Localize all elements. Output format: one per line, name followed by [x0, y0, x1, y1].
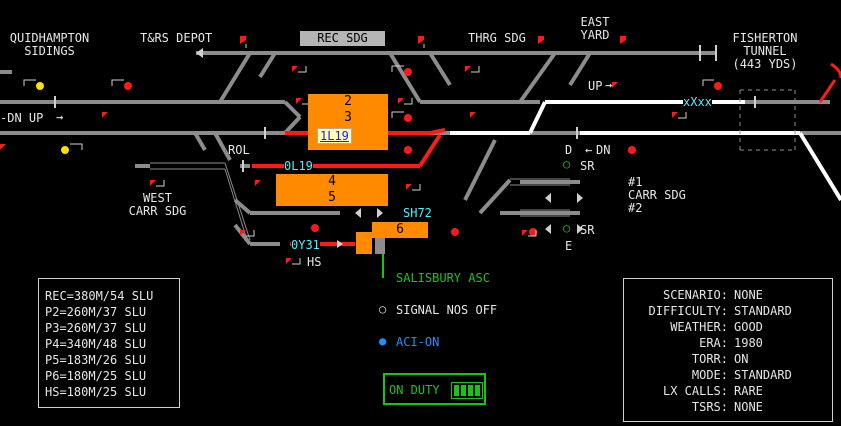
difficulty-key: DIFFICULTY:: [648, 304, 728, 318]
track-layer: [0, 51, 841, 246]
duty-meter-icon: [451, 382, 483, 399]
asc-line: [382, 254, 384, 278]
platform-2-label: 2: [344, 94, 352, 109]
berth-0y31[interactable]: 0Y31: [291, 238, 320, 252]
east-yard-label: EAST YARD: [580, 15, 610, 42]
mode-value: STANDARD: [734, 368, 792, 382]
signal-nos-off-label[interactable]: SIGNAL NOS OFF: [396, 303, 498, 317]
trs-depot-label: T&RS DEPOT: [140, 31, 213, 45]
signals: [0, 36, 722, 265]
aci-on-label[interactable]: ACI-ON: [396, 335, 440, 349]
quidhampton-sidings-label: QUIDHAMPTON SIDINGS: [9, 31, 90, 58]
difficulty-value: STANDARD: [734, 304, 792, 318]
lx-calls-row: LX CALLS: RARE: [624, 383, 792, 399]
left-arrow-icon: ←: [585, 143, 593, 157]
berth-1l19[interactable]: 1L19: [317, 128, 352, 144]
era-value: 1980: [734, 336, 763, 350]
tsrs-key: TSRS:: [691, 400, 728, 414]
on-duty-button[interactable]: ON DUTY: [383, 373, 486, 405]
scenario-row: SCENARIO: NONE: [624, 287, 792, 303]
platform-4-label: 4: [328, 174, 336, 189]
on-duty-label: ON DUTY: [389, 383, 440, 397]
platform-3-label: 3: [344, 110, 352, 125]
sr-label-2: SR: [580, 223, 595, 237]
dn-direction-label: DN: [596, 143, 611, 157]
weather-row: WEATHER: GOOD: [624, 319, 792, 335]
right-arrow-icon: →: [605, 78, 613, 92]
west-carr-sdg-label: WEST CARR SDG: [128, 191, 187, 218]
list-item: HS=180M/25 SLU: [45, 385, 147, 399]
tunnel-outline: [739, 89, 796, 151]
lx-calls-key: LX CALLS:: [662, 384, 728, 398]
list-item: P6=180M/25 SLU: [45, 369, 147, 383]
rol-label: ROL: [228, 143, 250, 157]
berth-sh72[interactable]: SH72: [403, 206, 432, 220]
buffer-stops: [54, 45, 756, 172]
rec-sdg-label: REC SDG: [300, 31, 385, 46]
platform-lengths-panel: REC=380M/54 SLU P2=260M/37 SLU P3=260M/3…: [38, 278, 180, 408]
list-item: P2=260M/37 SLU: [45, 305, 147, 319]
sr-circle-icon: ○: [563, 157, 571, 171]
torr-value: ON: [734, 352, 749, 366]
lx-calls-value: RARE: [734, 384, 763, 398]
platform-lengths-list: REC=380M/54 SLU P2=260M/37 SLU P3=260M/3…: [45, 288, 153, 400]
sr-label-1: SR: [580, 159, 595, 173]
platform-5[interactable]: 5: [276, 190, 388, 206]
route-red-tunnel: [818, 79, 837, 103]
scenario-panel: SCENARIO: NONE DIFFICULTY: STANDARD WEATHE…: [623, 278, 833, 422]
carr-sdg-label: #1 CARR SDG #2: [628, 175, 686, 215]
thrg-sdg-label: THRG SDG: [468, 31, 526, 45]
platform-5-label: 5: [328, 190, 336, 205]
berth-0l19[interactable]: 0L19: [284, 159, 313, 173]
torr-row: TORR: ON: [624, 351, 792, 367]
weather-key: WEATHER:: [670, 320, 728, 334]
list-item: P5=183M/26 SLU: [45, 353, 147, 367]
weather-value: GOOD: [734, 320, 763, 334]
aci-dot-icon[interactable]: ●: [379, 334, 387, 348]
tsrs-value: NONE: [734, 400, 763, 414]
up-direction-label: UP: [588, 79, 603, 93]
fisherton-tunnel-label: FISHERTON TUNNEL (443 YDS): [732, 31, 798, 71]
tunnel-arc: [830, 62, 841, 79]
scenario-value: NONE: [734, 288, 763, 302]
platform-6-ramp: [356, 232, 372, 254]
tunnel-track-berth: xXxx: [683, 95, 712, 109]
scenario-key: SCENARIO:: [662, 288, 728, 302]
d-label: D: [565, 143, 573, 157]
era-key: ERA:: [699, 336, 728, 350]
siding-lines: [150, 162, 570, 241]
tsrs-row: TSRS: NONE: [624, 399, 792, 415]
platform-3[interactable]: 3: [308, 110, 388, 126]
list-item: P3=260M/37 SLU: [45, 321, 147, 335]
platform-2[interactable]: 2: [308, 94, 388, 110]
salisbury-asc-label: SALISBURY ASC: [396, 271, 490, 285]
sr-circle-icon: ○: [563, 221, 571, 235]
era-row: ERA: 1980: [624, 335, 792, 351]
e-label: E: [565, 239, 573, 253]
list-item: REC=380M/54 SLU: [45, 289, 154, 303]
platform-6-label: 6: [396, 222, 404, 237]
hs-label: HS: [307, 255, 322, 269]
platform-6[interactable]: 6: [372, 222, 428, 238]
torr-key: TORR:: [691, 352, 728, 366]
platform-4[interactable]: 4: [276, 174, 388, 190]
mode-key: MODE:: [691, 368, 728, 382]
route-white: [450, 100, 841, 202]
right-arrow-icon: →: [56, 110, 64, 124]
asc-marker: [375, 238, 385, 254]
signal-nos-circle-icon[interactable]: ○: [379, 302, 387, 316]
difficulty-row: DIFFICULTY: STANDARD: [624, 303, 792, 319]
list-item: P4=340M/48 SLU: [45, 337, 147, 351]
dn-up-label: -DN UP: [0, 111, 44, 125]
mode-row: MODE: STANDARD: [624, 367, 792, 383]
scenario-list: SCENARIO: NONE DIFFICULTY: STANDARD WEATHE…: [624, 287, 792, 415]
